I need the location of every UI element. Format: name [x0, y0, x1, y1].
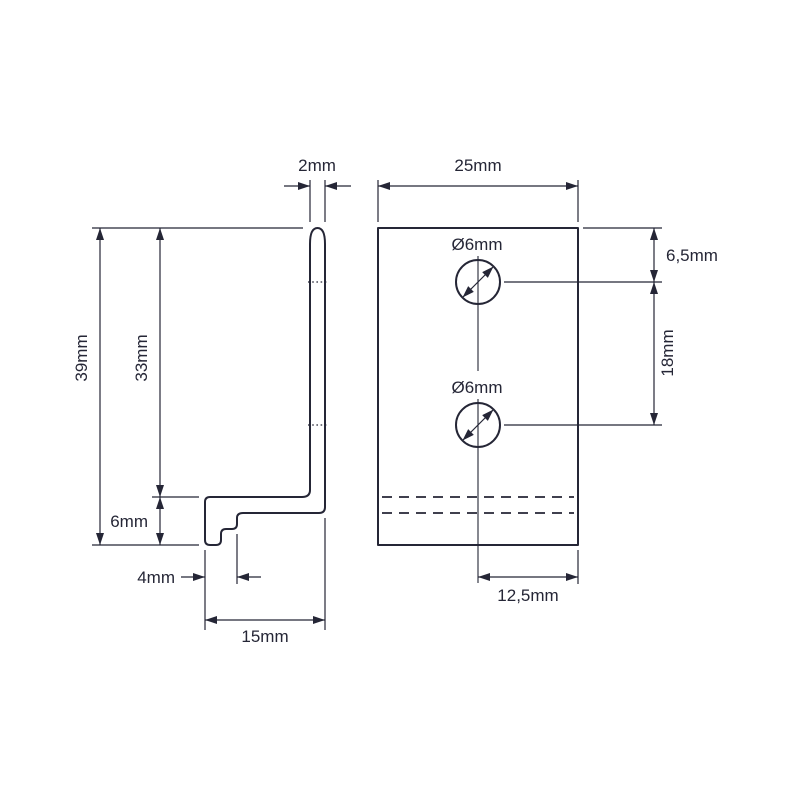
bottom-hole-diameter-label: Ø6mm [452, 378, 503, 397]
side-profile-view: 2mm 39mm 33mm 6mm 4mm 15mm [72, 156, 351, 646]
base-width-label: 15mm [241, 627, 288, 646]
total-height-label: 39mm [72, 334, 91, 381]
bracket-profile-outline [204, 227, 326, 546]
upper-height-label: 33mm [132, 334, 151, 381]
front-view: 25mm Ø6mm Ø6mm 6,5mm 18mm 12,5mm [377, 156, 718, 605]
diameter-arrow-bottom-hole [462, 409, 494, 441]
width-label: 25mm [454, 156, 501, 175]
hook-width-label: 4mm [137, 568, 175, 587]
diameter-arrow-top-hole [462, 266, 494, 298]
bottom-center-offset-label: 12,5mm [497, 586, 558, 605]
top-hole-offset-label: 6,5mm [666, 246, 718, 265]
hole-spacing-label: 18mm [658, 329, 677, 376]
lower-height-label: 6mm [110, 512, 148, 531]
top-hole-diameter-label: Ø6mm [452, 235, 503, 254]
thickness-label: 2mm [298, 156, 336, 175]
